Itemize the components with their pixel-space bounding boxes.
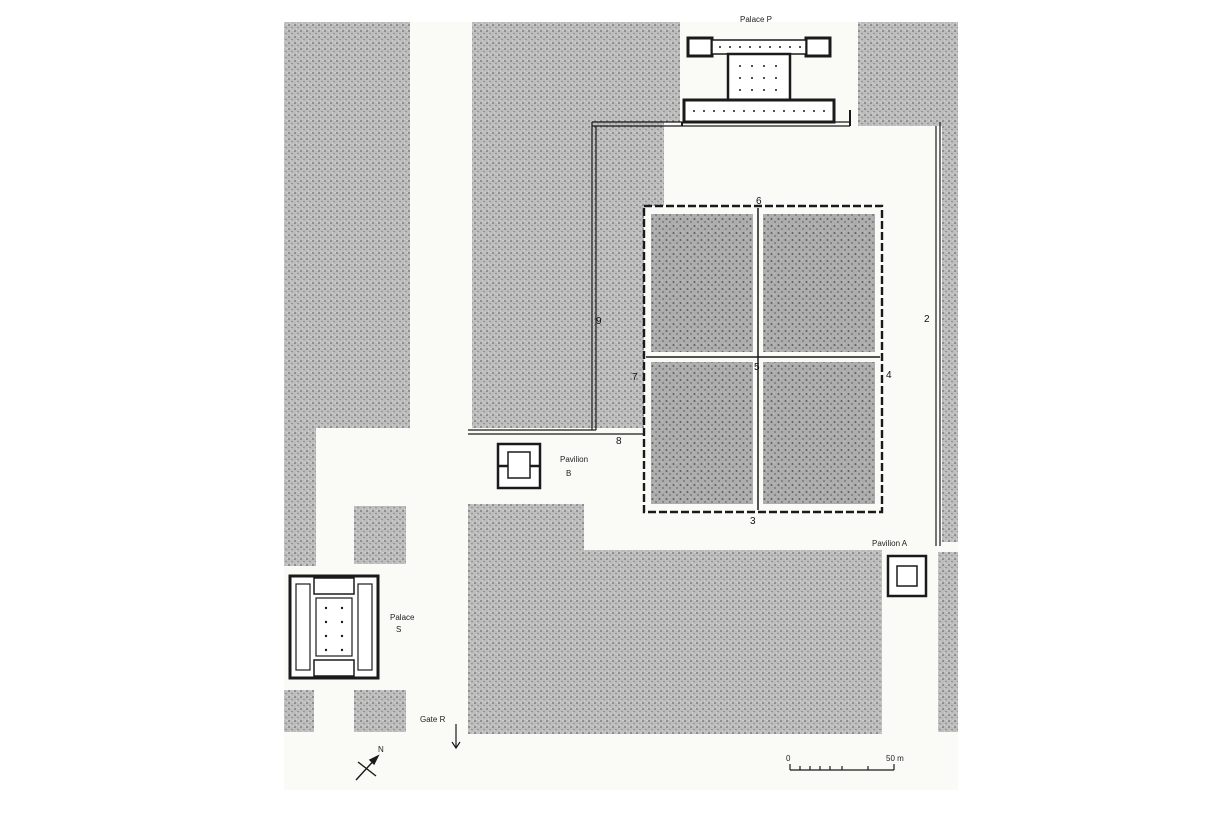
channel-label-4: 4 [886,370,892,381]
channel-label-5: 5 [754,362,760,373]
channel-label-3: 3 [750,516,756,527]
planting-block-north-mid [664,22,680,122]
pavilion-a-label: Pavilion A [872,539,908,548]
planted-areas [284,22,958,734]
palace-s-label-line2: S [396,625,401,634]
scale-bar [789,764,895,771]
planting-block-south-large [468,550,882,734]
planting-block-small-1 [354,506,406,564]
quarter-northeast [763,214,875,352]
pavilion-b-label-line2: B [566,469,571,478]
palace-p-label: Palace P [740,15,772,24]
planting-block-west-lower [284,428,316,566]
planting-block-south [468,504,584,554]
quarter-southeast [763,362,875,504]
palace-p [682,36,836,124]
pavilion-a [886,554,928,598]
palace-s-label-line1: Palace [390,613,415,622]
planting-block-west [284,22,410,428]
planting-block-north-fill [472,22,592,428]
north-arrow-icon [355,754,380,781]
scale-start-label: 0 [786,754,791,763]
pavilion-b [496,442,542,490]
gate-r-arrow [451,724,461,750]
channel-label-9: 9 [596,316,602,327]
channel-label-7: 7 [632,372,638,383]
planting-block-east-lower [938,552,958,732]
scale-end-label: 50 m [886,754,904,763]
quarter-northwest [651,214,753,352]
chahar-bagh [642,204,884,514]
planting-block-small-3 [284,690,314,732]
channel-label-6: 6 [756,196,762,207]
channel-label-8: 8 [616,436,622,447]
planting-block-east [942,126,958,542]
planting-block-northeast [858,22,958,126]
quarter-southwest [651,362,753,504]
north-label: N [378,745,384,754]
channel-label-2: 2 [924,314,930,325]
palace-s [288,574,380,680]
planting-block-small-2 [354,690,406,732]
gate-r-label: Gate R [420,715,446,724]
pavilion-b-label-line1: Pavilion [560,455,588,464]
